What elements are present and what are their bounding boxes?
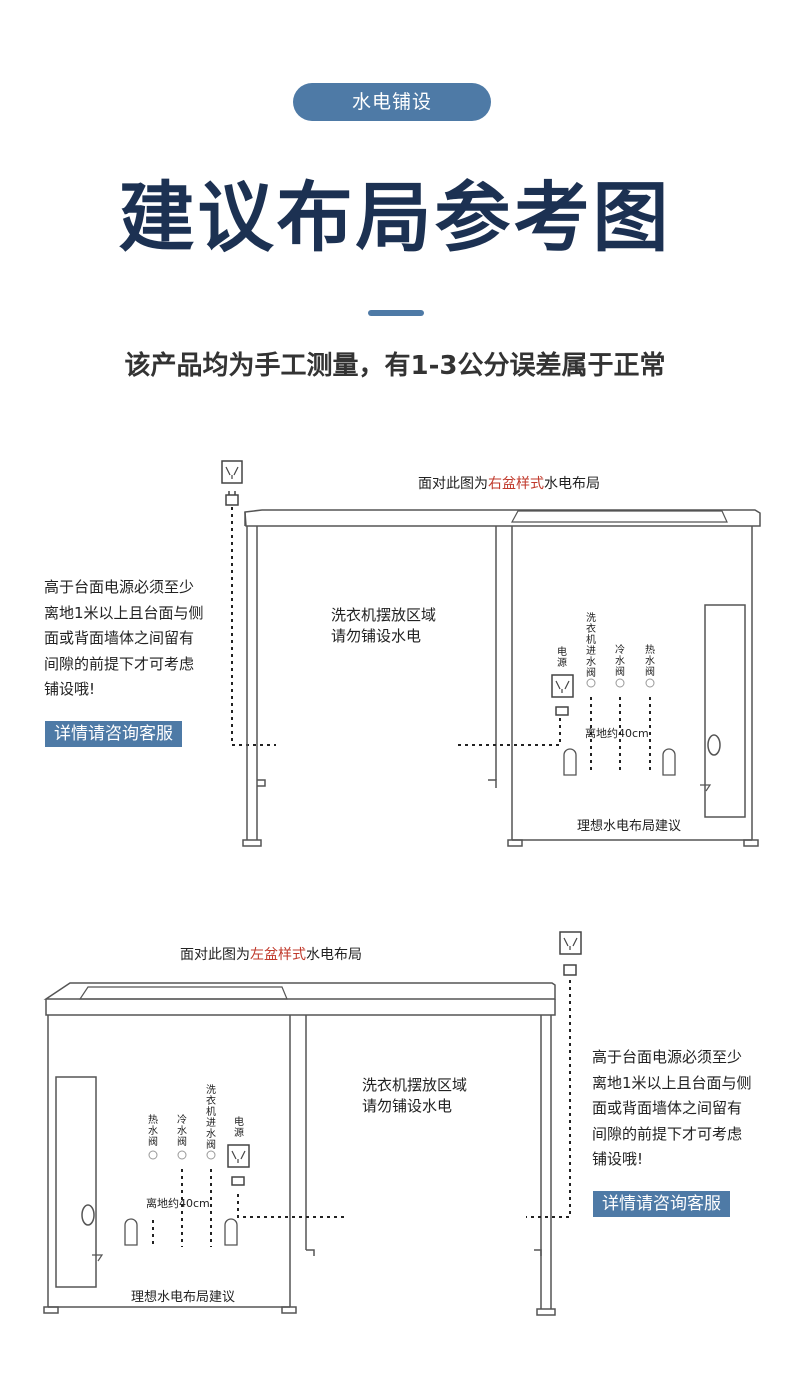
plug-icon (563, 964, 577, 976)
diagram-footer: 理想水电布局建议 (577, 819, 682, 834)
valve-icon-washer (206, 1150, 216, 1160)
washer-zone-label: 洗衣机摆放区域 请勿铺设水电 (362, 1075, 467, 1117)
socket-icon (559, 931, 582, 955)
plug-icon (225, 491, 239, 506)
diagram-footer: 理想水电布局建议 (131, 1290, 236, 1305)
pipe-outlet-icon (224, 1218, 238, 1246)
diagram-left-basin: 面对此图为左盆样式水电布局 洗衣机摆放区域 请勿铺设水电 高于台面电源必须至少 … (0, 925, 790, 1325)
plug-icon-cabinet (555, 706, 569, 716)
hot-valve-label: 热水阀 (645, 645, 655, 678)
title-divider (368, 310, 424, 316)
washer-valve-label: 洗衣机进水阀 (586, 613, 596, 679)
drain-icon (662, 748, 676, 776)
height-label: 离地约40cm (146, 1197, 210, 1210)
power-label: 电源 (557, 647, 567, 669)
valve-icon-cold (177, 1150, 187, 1160)
caption-highlight: 左盆样式 (250, 947, 306, 963)
note-line: 铺设哦! (592, 1150, 644, 1168)
caption-highlight: 右盆样式 (488, 476, 544, 492)
contact-service-button[interactable]: 详情请咨询客服 (593, 1191, 730, 1217)
valve-icon-cold (615, 678, 625, 688)
note-line: 高于台面电源必须至少 (44, 578, 195, 596)
zone-line: 洗衣机摆放区域 (362, 1076, 468, 1094)
note-line: 间隙的前提下才可考虑 (592, 1124, 743, 1143)
valve-icon-hot (645, 678, 655, 688)
caption-prefix: 面对此图为 (180, 947, 250, 963)
zone-line: 洗衣机摆放区域 (331, 606, 437, 624)
plug-icon-cabinet (231, 1176, 245, 1186)
section-pill: 水电铺设 (293, 83, 491, 121)
height-label: 离地约40cm (585, 727, 649, 740)
diagram-caption-left: 面对此图为左盆样式水电布局 (180, 945, 362, 965)
hot-valve-label: 热水阀 (148, 1115, 158, 1148)
note-line: 面或背面墙体之间留有 (44, 629, 195, 647)
caption-suffix: 水电布局 (544, 476, 600, 492)
note-line: 面或背面墙体之间留有 (592, 1099, 743, 1117)
caption-prefix: 面对此图为 (418, 476, 488, 492)
contact-service-button[interactable]: 详情请咨询客服 (45, 721, 182, 747)
cabinet-drawing-left (43, 931, 582, 1316)
socket-icon (221, 460, 243, 484)
cold-valve-label: 冷水阀 (615, 645, 625, 678)
diagram-caption-right: 面对此图为右盆样式水电布局 (418, 474, 600, 494)
cold-valve-label: 冷水阀 (177, 1115, 187, 1148)
washer-valve-label: 洗衣机进水阀 (206, 1085, 216, 1151)
note-line: 离地1米以上且台面与侧 (44, 603, 204, 622)
note-line: 铺设哦! (44, 680, 96, 698)
cabinet-drawing-right (221, 460, 761, 847)
power-note: 高于台面电源必须至少 离地1米以上且台面与侧 面或背面墙体之间留有 间隙的前提下… (592, 1045, 752, 1173)
zone-line: 请勿铺设水电 (362, 1097, 453, 1115)
note-line: 高于台面电源必须至少 (592, 1048, 743, 1066)
washer-zone-label: 洗衣机摆放区域 请勿铺设水电 (331, 605, 436, 647)
caption-suffix: 水电布局 (306, 947, 362, 963)
page-title: 建议布局参考图 (118, 173, 672, 262)
zone-line: 请勿铺设水电 (331, 627, 422, 645)
power-label: 电源 (234, 1117, 244, 1139)
pipe-outlet-icon (563, 748, 577, 776)
note-line: 离地1米以上且台面与侧 (592, 1073, 752, 1092)
socket-icon-cabinet (227, 1144, 250, 1168)
valve-icon-washer (586, 678, 596, 688)
drain-icon (124, 1218, 138, 1246)
diagram-right-basin: 面对此图为右盆样式水电布局 高于台面电源必须至少 离地1米以上且台面与侧 面或背… (0, 455, 790, 865)
page-subtitle: 该产品均为手工测量，有1-3公分误差属于正常 (124, 351, 666, 381)
socket-icon-cabinet (551, 674, 574, 698)
note-line: 间隙的前提下才可考虑 (44, 654, 195, 673)
power-note: 高于台面电源必须至少 离地1米以上且台面与侧 面或背面墙体之间留有 间隙的前提下… (44, 575, 204, 703)
valve-icon-hot (148, 1150, 158, 1160)
